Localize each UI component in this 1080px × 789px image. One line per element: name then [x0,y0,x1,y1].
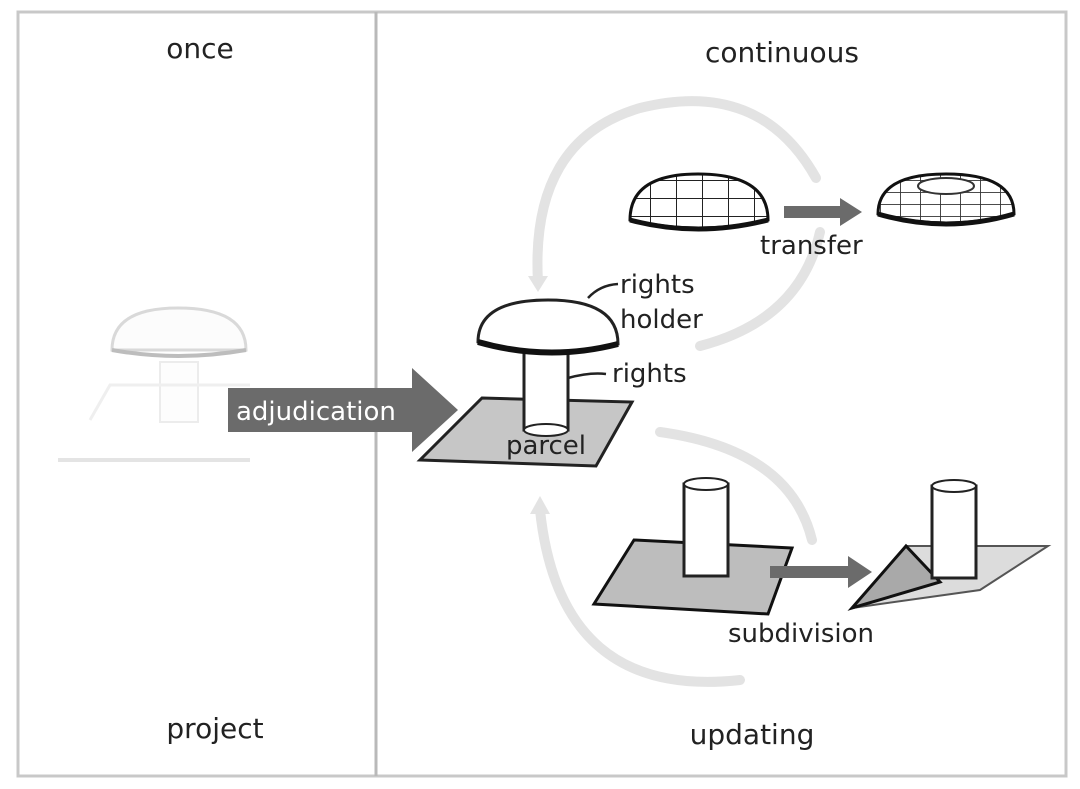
heading-project: project [166,712,263,745]
subdivision-label: subdivision [728,619,874,649]
dome-after-transfer [876,172,1016,227]
parcel-with-rights: parcel [416,282,635,468]
transfer-cycle-arrowhead [528,276,548,292]
parcel-label: parcel [506,431,586,461]
parcel-before-subdivision [591,477,795,616]
heading-once: once [166,32,234,65]
subdivision-cycle-arrow [535,427,817,687]
dome-before-transfer [628,172,770,232]
subdivision-arrow [770,556,872,588]
adjudication-arrow: adjudication [228,368,458,452]
transfer-arrow [784,198,862,226]
transfer-label: transfer [760,231,863,261]
transfer-cycle-arrow [532,96,825,351]
faded-mushroom [58,306,250,462]
rights-holder-label-line1: rights [620,270,695,300]
rights-label: rights [612,359,687,389]
parcel-after-subdivision [847,479,1052,611]
rights-holder-label-line2: holder [620,305,703,335]
outer-frame [16,10,1068,778]
subdivision-cycle-arrowhead [530,496,550,514]
adjudication-label: adjudication [236,397,396,427]
heading-continuous: continuous [705,36,859,69]
heading-updating: updating [690,718,815,751]
